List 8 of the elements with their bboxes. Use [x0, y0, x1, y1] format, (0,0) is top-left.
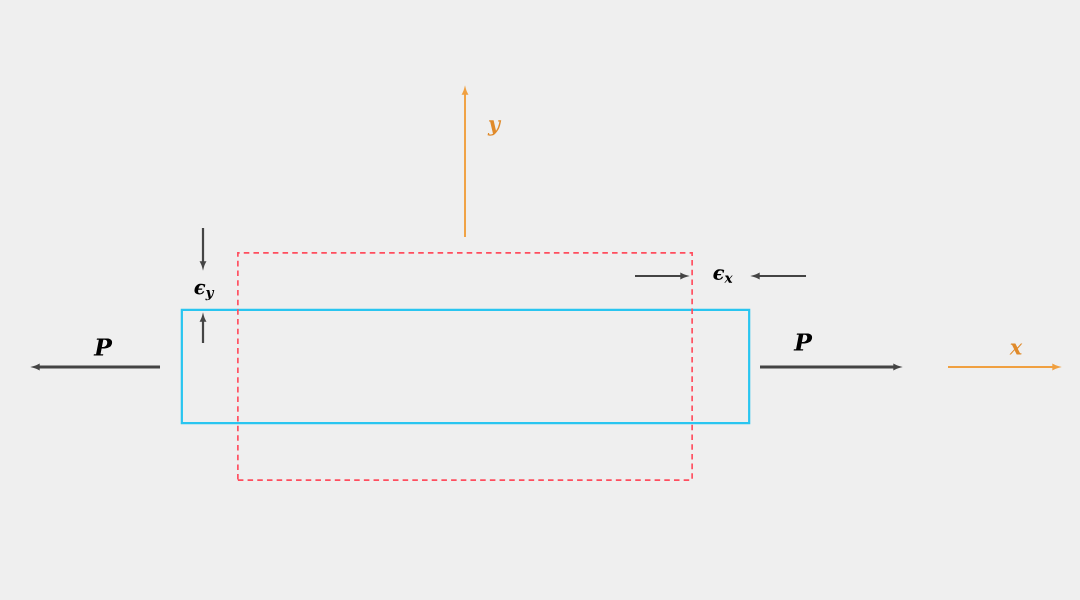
force-label: P — [793, 333, 813, 351]
axis-label: y — [487, 120, 502, 136]
strain-label: ϵ$_{y}$ — [194, 283, 215, 301]
axis-label: x — [1009, 343, 1023, 355]
force-label: P — [93, 338, 113, 356]
strain-label: ϵ$_{x}$ — [713, 269, 733, 283]
deformed-outline — [237, 252, 693, 481]
bar-outline — [180, 308, 751, 425]
